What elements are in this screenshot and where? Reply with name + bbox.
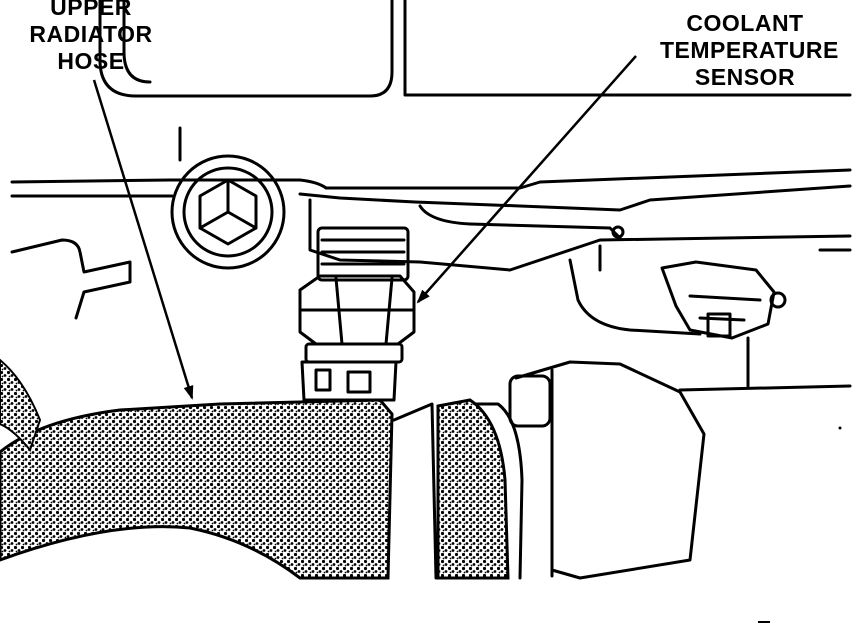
- lip-rivet: [611, 225, 625, 239]
- sensor-leader-arrow: [416, 55, 637, 304]
- upper-housing-edge: [403, 0, 852, 97]
- outlet-ring-2: [468, 402, 524, 580]
- sensor-label-line-2: TEMPERATURE: [660, 37, 839, 63]
- upper-housing-inner: [122, 0, 152, 84]
- hose-label-line-1: UPPER: [50, 0, 132, 20]
- upper-housing: [98, 0, 394, 98]
- pivot-bracket: [508, 360, 852, 580]
- hose-leader-arrow: [92, 79, 194, 400]
- hex-bolt: [198, 178, 258, 246]
- outlet-ring-1: [392, 402, 438, 580]
- upper-radiator-hose-label: UPPER RADIATOR HOSE: [16, 0, 166, 75]
- right-nut: [660, 260, 787, 388]
- bolt-washer-inner: [182, 166, 274, 258]
- coolant-temperature-sensor-illustration: [298, 226, 416, 402]
- bolt-washer-outer: [170, 154, 286, 270]
- manifold-body: [308, 198, 852, 272]
- right-housing: [568, 244, 852, 336]
- manifold-rail-top: [10, 168, 852, 190]
- left-bracket: [10, 238, 132, 320]
- hose-label-line-3: HOSE: [57, 48, 125, 74]
- sensor-label-line-3: SENSOR: [694, 64, 796, 90]
- upper-radiator-hose-illustration: [0, 358, 510, 580]
- hose-label-line-2: RADIATOR: [29, 21, 153, 47]
- manifold-lip: [418, 204, 622, 240]
- leader-lines: [92, 55, 637, 400]
- coolant-temperature-sensor-label: COOLANT TEMPERATURE SENSOR: [660, 10, 839, 91]
- manifold-rail-lower: [10, 184, 852, 212]
- sensor-connector: [300, 360, 398, 402]
- sensor-label-line-1: COOLANT: [686, 10, 804, 36]
